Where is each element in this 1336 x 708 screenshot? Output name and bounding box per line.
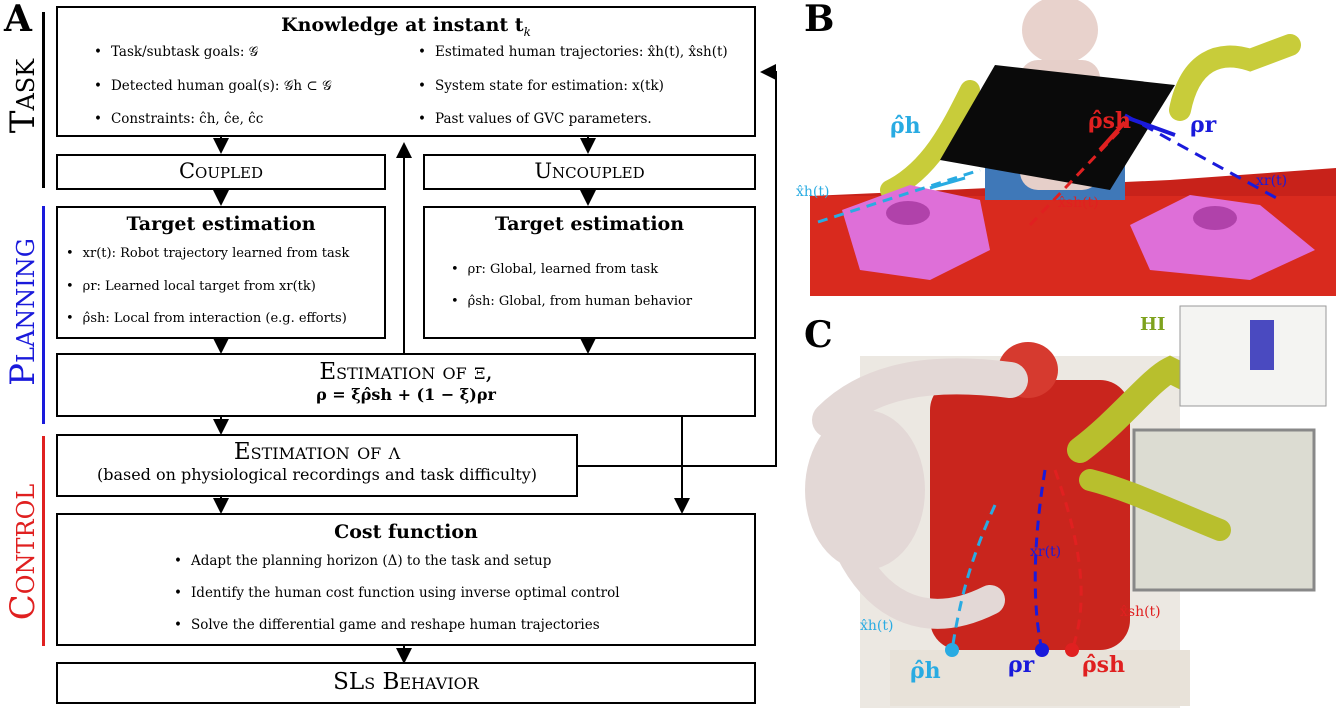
b-rho-hs: ρ̂sh	[1088, 108, 1131, 134]
target-item: xr(t): Robot trajectory learned from tas…	[66, 246, 350, 261]
scene-c-illustration: HI xr(t) x̂sh(t) x̂h(t) ρ̂h ρr ρ̂sh	[805, 305, 1327, 708]
knowledge-right-item: Estimated human trajectories: x̂h(t), x̂…	[418, 44, 728, 60]
xi-formula: ρ = ξρ̂sh + (1 − ξ)ρr	[316, 385, 496, 404]
target-item: ρ̂sh: Local from interaction (e.g. effor…	[66, 311, 347, 326]
cost-item: Adapt the planning horizon (Δ) to the ta…	[174, 553, 551, 569]
c-hi: HI	[1140, 314, 1165, 335]
coupled-box: Coupled	[56, 154, 386, 190]
xi-estimation-box: Estimation of ξ, ρ = ξρ̂sh + (1 − ξ)ρr	[56, 353, 756, 417]
xi-title: Estimation of ξ,	[319, 359, 493, 385]
b-xhs: x̂sh(t)	[1058, 195, 1099, 211]
c-rho-r: ρr	[1008, 652, 1035, 678]
panel-label-a: A	[4, 0, 32, 40]
cost-title: Cost function	[334, 521, 478, 543]
cost-item: Solve the differential game and reshape …	[174, 617, 600, 633]
flow-arrows	[213, 64, 777, 664]
target-estimation-uncoupled: Target estimation ρr: Global, learned fr…	[423, 206, 756, 339]
lambda-estimation-box: Estimation of λ (based on physiological …	[56, 434, 578, 497]
target-title: Target estimation	[494, 213, 685, 235]
b-xr: xr(t)	[1256, 173, 1287, 189]
cost-item: Identify the human cost function using i…	[174, 585, 620, 601]
scene-b-illustration: ρ̂h x̂h(t) ρ̂sh x̂sh(t) ρr xr(t)	[796, 0, 1336, 296]
c-xh: x̂h(t)	[860, 618, 893, 634]
knowledge-box: Knowledge at instant tk Task/subtask goa…	[56, 6, 756, 137]
knowledge-left-item: Task/subtask goals: 𝒢	[94, 44, 258, 60]
panel-label-c: C	[804, 314, 833, 356]
b-xh: x̂h(t)	[796, 184, 829, 200]
target-estimation-coupled: Target estimation xr(t): Robot trajector…	[56, 206, 386, 339]
panel-label-b: B	[804, 0, 835, 40]
uncoupled-box: Uncoupled	[423, 154, 756, 190]
knowledge-right-item: System state for estimation: x(tk)	[418, 78, 664, 94]
planning-bar	[42, 206, 45, 424]
target-item: ρ̂sh: Global, from human behavior	[451, 294, 692, 309]
sls-behavior-box: SLs Behavior	[56, 662, 756, 704]
c-xr: xr(t)	[1030, 544, 1061, 560]
cost-function-box: Cost function Adapt the planning horizon…	[56, 513, 756, 646]
control-bar	[42, 436, 45, 646]
knowledge-title: Knowledge at instant tk	[281, 14, 531, 39]
target-item: ρr: Learned local target from xr(tk)	[66, 279, 316, 294]
task-bar	[42, 12, 45, 188]
lambda-title: Estimation of λ	[233, 439, 401, 465]
target-title: Target estimation	[126, 213, 316, 235]
knowledge-left-item: Detected human goal(s): 𝒢h ⊂ 𝒢	[94, 78, 332, 94]
knowledge-right-item: Past values of GVC parameters.	[418, 111, 652, 127]
b-rho-r: ρr	[1190, 112, 1217, 138]
b-rho-h: ρ̂h	[890, 113, 921, 139]
target-item: ρr: Global, learned from task	[451, 262, 658, 277]
c-rho-hs: ρ̂sh	[1082, 652, 1125, 678]
c-rho-h: ρ̂h	[910, 658, 941, 684]
c-xhs: x̂sh(t)	[1120, 604, 1161, 620]
knowledge-left-item: Constraints: ĉh, ĉe, ĉc	[94, 111, 263, 127]
lambda-subtitle: (based on physiological recordings and t…	[96, 465, 538, 484]
